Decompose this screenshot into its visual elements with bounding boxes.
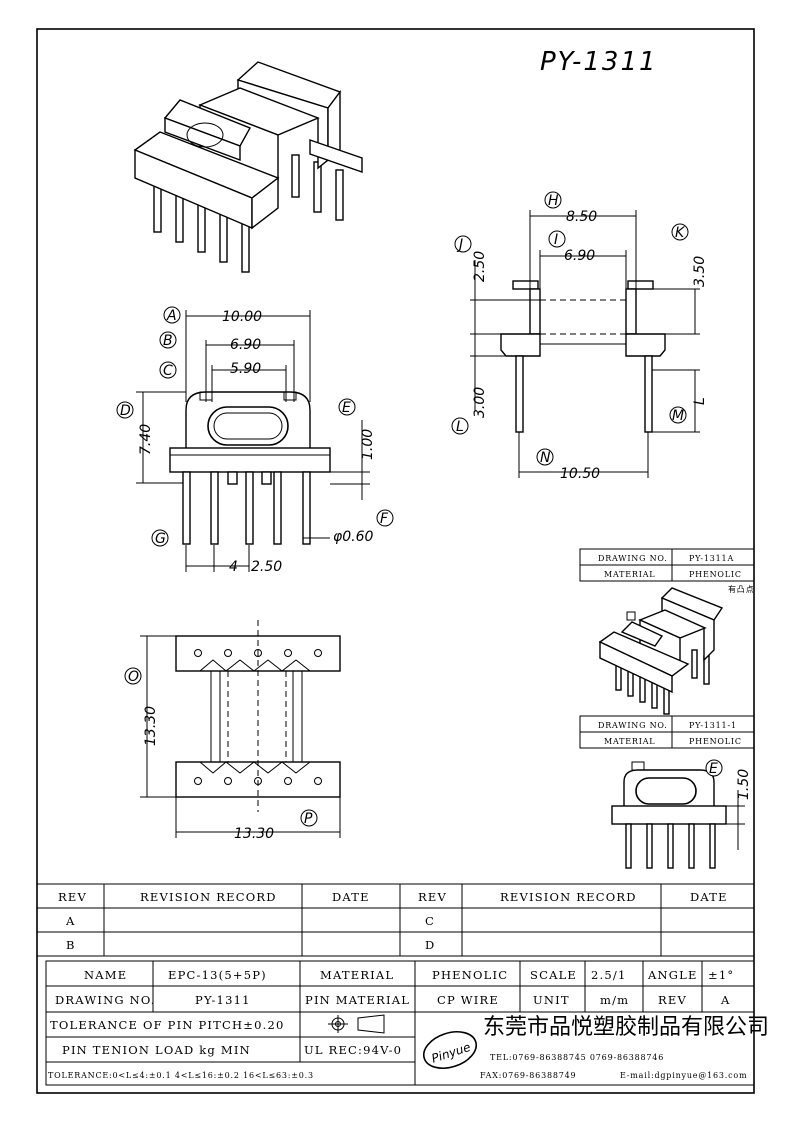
- svg-text:EPC-13(5+5P): EPC-13(5+5P): [168, 968, 267, 982]
- svg-text:PY-1311-1: PY-1311-1: [689, 721, 737, 730]
- svg-text:PHENOLIC: PHENOLIC: [432, 968, 508, 982]
- svg-text:REVISION RECORD: REVISION RECORD: [140, 890, 277, 904]
- side-view: 8.50 6.90 2.50 3.50 3.00 L 10.50: [470, 209, 708, 482]
- dim-n-value: 10.50: [560, 466, 600, 482]
- small-front-view: 1.50 E: [611, 759, 752, 869]
- svg-text:REV: REV: [58, 890, 87, 904]
- svg-text:H: H: [548, 193, 559, 209]
- projection-symbol-icon: [328, 1014, 385, 1034]
- side-table-1: DRAWING NO. PY-1311A MATERIAL PHENOLIC 有…: [579, 548, 755, 594]
- svg-text:TEL:0769-86388745 0769-8638: TEL:0769-86388745 0769-86388746: [490, 1053, 664, 1062]
- svg-text:PHENOLIC: PHENOLIC: [689, 570, 742, 579]
- svg-text:TOLERANCE:0<L≤4:±0.1 4<L≤16:±: TOLERANCE:0<L≤4:±0.1 4<L≤16:±0.2 16<L≤63…: [48, 1071, 314, 1080]
- svg-text:MATERIAL: MATERIAL: [320, 968, 394, 982]
- svg-text:DRAWING NO.: DRAWING NO.: [55, 993, 156, 1007]
- svg-text:G: G: [155, 531, 166, 547]
- dim-l-symbol: L: [692, 397, 708, 405]
- svg-text:CP WIRE: CP WIRE: [437, 993, 499, 1007]
- company-logo: Pinyue: [422, 1031, 478, 1069]
- svg-text:O: O: [128, 669, 139, 685]
- svg-text:MATERIAL: MATERIAL: [604, 737, 655, 746]
- svg-text:REV: REV: [658, 993, 687, 1007]
- callout-labels: A B C D E F G H I J K L M N O P: [116, 191, 689, 827]
- dim-i-value: 6.90: [564, 248, 595, 264]
- svg-text:K: K: [675, 225, 686, 241]
- company-name: 东莞市品悦塑胶制品有限公司: [483, 1015, 769, 1040]
- title-block: NAME EPC-13(5+5P) MATERIAL PHENOLIC SCAL…: [45, 960, 769, 1086]
- revision-table: REV REVISION RECORD DATE REV REVISION RE…: [36, 883, 755, 957]
- svg-text:PY-1311: PY-1311: [195, 993, 251, 1007]
- dim-j-value: 2.50: [472, 251, 488, 282]
- svg-text:MATERIAL: MATERIAL: [604, 570, 655, 579]
- dim-f-value: φ0.60: [333, 529, 374, 545]
- svg-text:B: B: [66, 938, 76, 952]
- svg-text:DRAWING NO.: DRAWING NO.: [598, 554, 668, 563]
- dim-o-value: 13.30: [143, 706, 159, 746]
- svg-text:C: C: [425, 914, 435, 928]
- svg-text:PHENOLIC: PHENOLIC: [689, 737, 742, 746]
- svg-text:PIN MATERIAL: PIN MATERIAL: [305, 993, 410, 1007]
- svg-text:I: I: [554, 232, 558, 248]
- svg-text:ANGLE: ANGLE: [647, 968, 698, 982]
- dim-pitch-value: 2.50: [251, 559, 282, 575]
- svg-text:J: J: [456, 237, 463, 253]
- svg-text:A: A: [65, 914, 76, 928]
- front-view: 10.00 6.90 5.90 7.40 1.00 φ0.60 4 2.50: [136, 309, 376, 575]
- dim-e-value: 1.00: [360, 429, 376, 460]
- svg-text:TOLERANCE OF PIN PITCH±0.20: TOLERANCE OF PIN PITCH±0.20: [50, 1018, 285, 1032]
- svg-text:L: L: [456, 419, 464, 435]
- small-iso-view: [598, 587, 724, 715]
- svg-text:FAX:0769-86388749: FAX:0769-86388749: [480, 1071, 576, 1080]
- dim-h-value: 8.50: [566, 209, 597, 225]
- svg-text:A: A: [166, 308, 177, 324]
- drawing-title: PY-1311: [540, 47, 658, 77]
- svg-text:DATE: DATE: [332, 890, 370, 904]
- svg-text:B: B: [163, 333, 173, 349]
- svg-text:PIN TENION LOAD kg MIN: PIN TENION LOAD kg MIN: [62, 1043, 251, 1057]
- svg-text:SCALE: SCALE: [530, 968, 577, 982]
- isometric-view: [133, 61, 363, 273]
- dim-a-value: 10.00: [222, 309, 262, 325]
- svg-text:D: D: [425, 938, 435, 952]
- dim-k-value: 3.50: [692, 256, 708, 287]
- svg-text:E: E: [342, 400, 351, 416]
- svg-text:REV: REV: [418, 890, 447, 904]
- svg-text:M: M: [672, 408, 684, 424]
- svg-text:UNIT: UNIT: [533, 993, 570, 1007]
- dim-p-value: 13.30: [234, 826, 274, 842]
- dim-l-value: 3.00: [472, 387, 488, 418]
- svg-text:C: C: [163, 363, 173, 379]
- bottom-view: 13.30 13.30: [140, 620, 341, 842]
- svg-text:UL REC:94V-0: UL REC:94V-0: [304, 1043, 402, 1057]
- svg-text:E: E: [709, 761, 718, 777]
- svg-text:A: A: [720, 993, 731, 1007]
- svg-text:F: F: [380, 511, 389, 527]
- dim-d-value: 7.40: [138, 424, 154, 455]
- svg-text:m/m: m/m: [600, 993, 629, 1007]
- svg-text:NAME: NAME: [84, 968, 127, 982]
- svg-text:N: N: [540, 450, 551, 466]
- side-table-2: DRAWING NO. PY-1311-1 MATERIAL PHENOLIC: [579, 715, 755, 749]
- dim-c-value: 5.90: [230, 361, 261, 377]
- dim-e2-value: 1.50: [736, 769, 752, 800]
- dim-b-value: 6.90: [230, 337, 261, 353]
- pitch-count: 4: [229, 559, 238, 575]
- svg-text:P: P: [304, 811, 313, 827]
- svg-text:PY-1311A: PY-1311A: [689, 554, 734, 563]
- svg-text:DRAWING NO.: DRAWING NO.: [598, 721, 668, 730]
- svg-text:2.5/1: 2.5/1: [591, 968, 626, 982]
- svg-text:±1°: ±1°: [708, 968, 734, 982]
- svg-text:DATE: DATE: [690, 890, 728, 904]
- svg-text:REVISION RECORD: REVISION RECORD: [500, 890, 637, 904]
- svg-text:D: D: [120, 403, 131, 419]
- svg-text:有凸点: 有凸点: [728, 584, 754, 594]
- svg-text:E-mail:dgpinyue@163.com: E-mail:dgpinyue@163.com: [620, 1071, 747, 1080]
